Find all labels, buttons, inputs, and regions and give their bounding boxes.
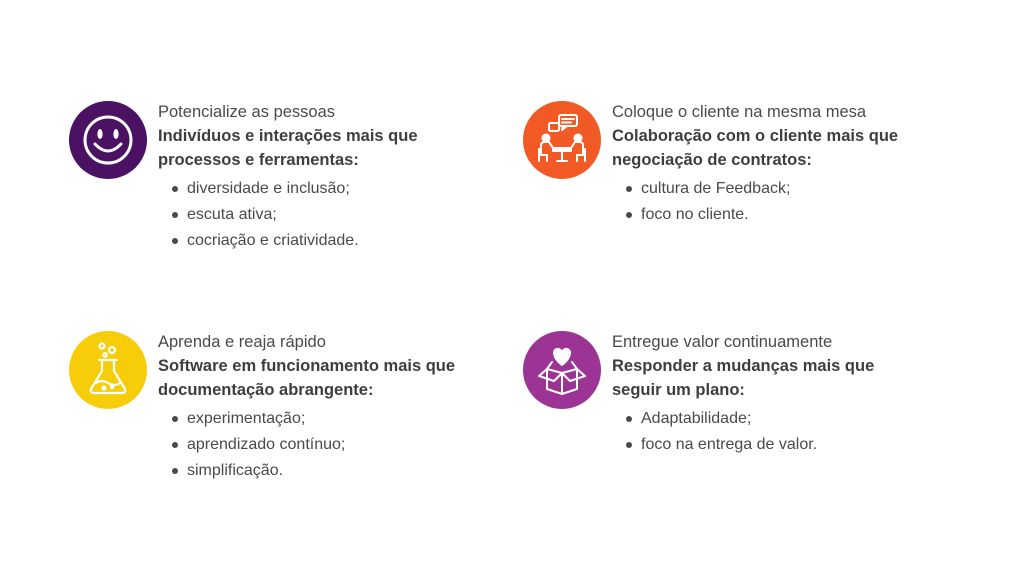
bullet-list: cultura de Feedback; foco no cliente. (612, 176, 932, 228)
flask-icon (69, 331, 147, 409)
list-item: cocriação e criatividade. (170, 228, 478, 254)
card-heading: Indivíduos e interações mais que process… (158, 127, 418, 169)
list-item: diversidade e inclusão; (170, 176, 478, 202)
card-subtitle: Entregue valor continuamente (612, 333, 833, 351)
card-text: Entregue valor continuamente Responder a… (612, 331, 932, 458)
bullet-list: Adaptabilidade; foco na entrega de valor… (612, 406, 932, 458)
card-text: Potencialize as pessoas Indivíduos e int… (158, 101, 478, 254)
list-item: escuta ativa; (170, 202, 478, 228)
gift-box-heart-icon (523, 331, 601, 409)
list-item: experimentação; (170, 406, 478, 432)
card-text: Aprenda e reaja rápido Software em funci… (158, 331, 478, 484)
list-item: Adaptabilidade; (624, 406, 932, 432)
bullet-list: diversidade e inclusão; escuta ativa; co… (158, 176, 478, 254)
card-heading: Responder a mudanças mais que seguir um … (612, 357, 875, 399)
list-item: cultura de Feedback; (624, 176, 932, 202)
card-text: Coloque o cliente na mesma mesa Colabora… (612, 101, 932, 228)
smiley-face-icon (69, 101, 147, 179)
card-heading: Software em funcionamento mais que docum… (158, 357, 456, 399)
card-subtitle: Potencialize as pessoas (158, 103, 336, 121)
card-heading: Colaboração com o cliente mais que negoc… (612, 127, 899, 169)
list-item: foco na entrega de valor. (624, 432, 932, 458)
card-subtitle: Coloque o cliente na mesma mesa (612, 103, 867, 121)
list-item: aprendizado contínuo; (170, 432, 478, 458)
bullet-list: experimentação; aprendizado contínuo; si… (158, 406, 478, 484)
list-item: simplificação. (170, 458, 478, 484)
list-item: foco no cliente. (624, 202, 932, 228)
meeting-table-icon (523, 101, 601, 179)
card-subtitle: Aprenda e reaja rápido (158, 333, 326, 351)
